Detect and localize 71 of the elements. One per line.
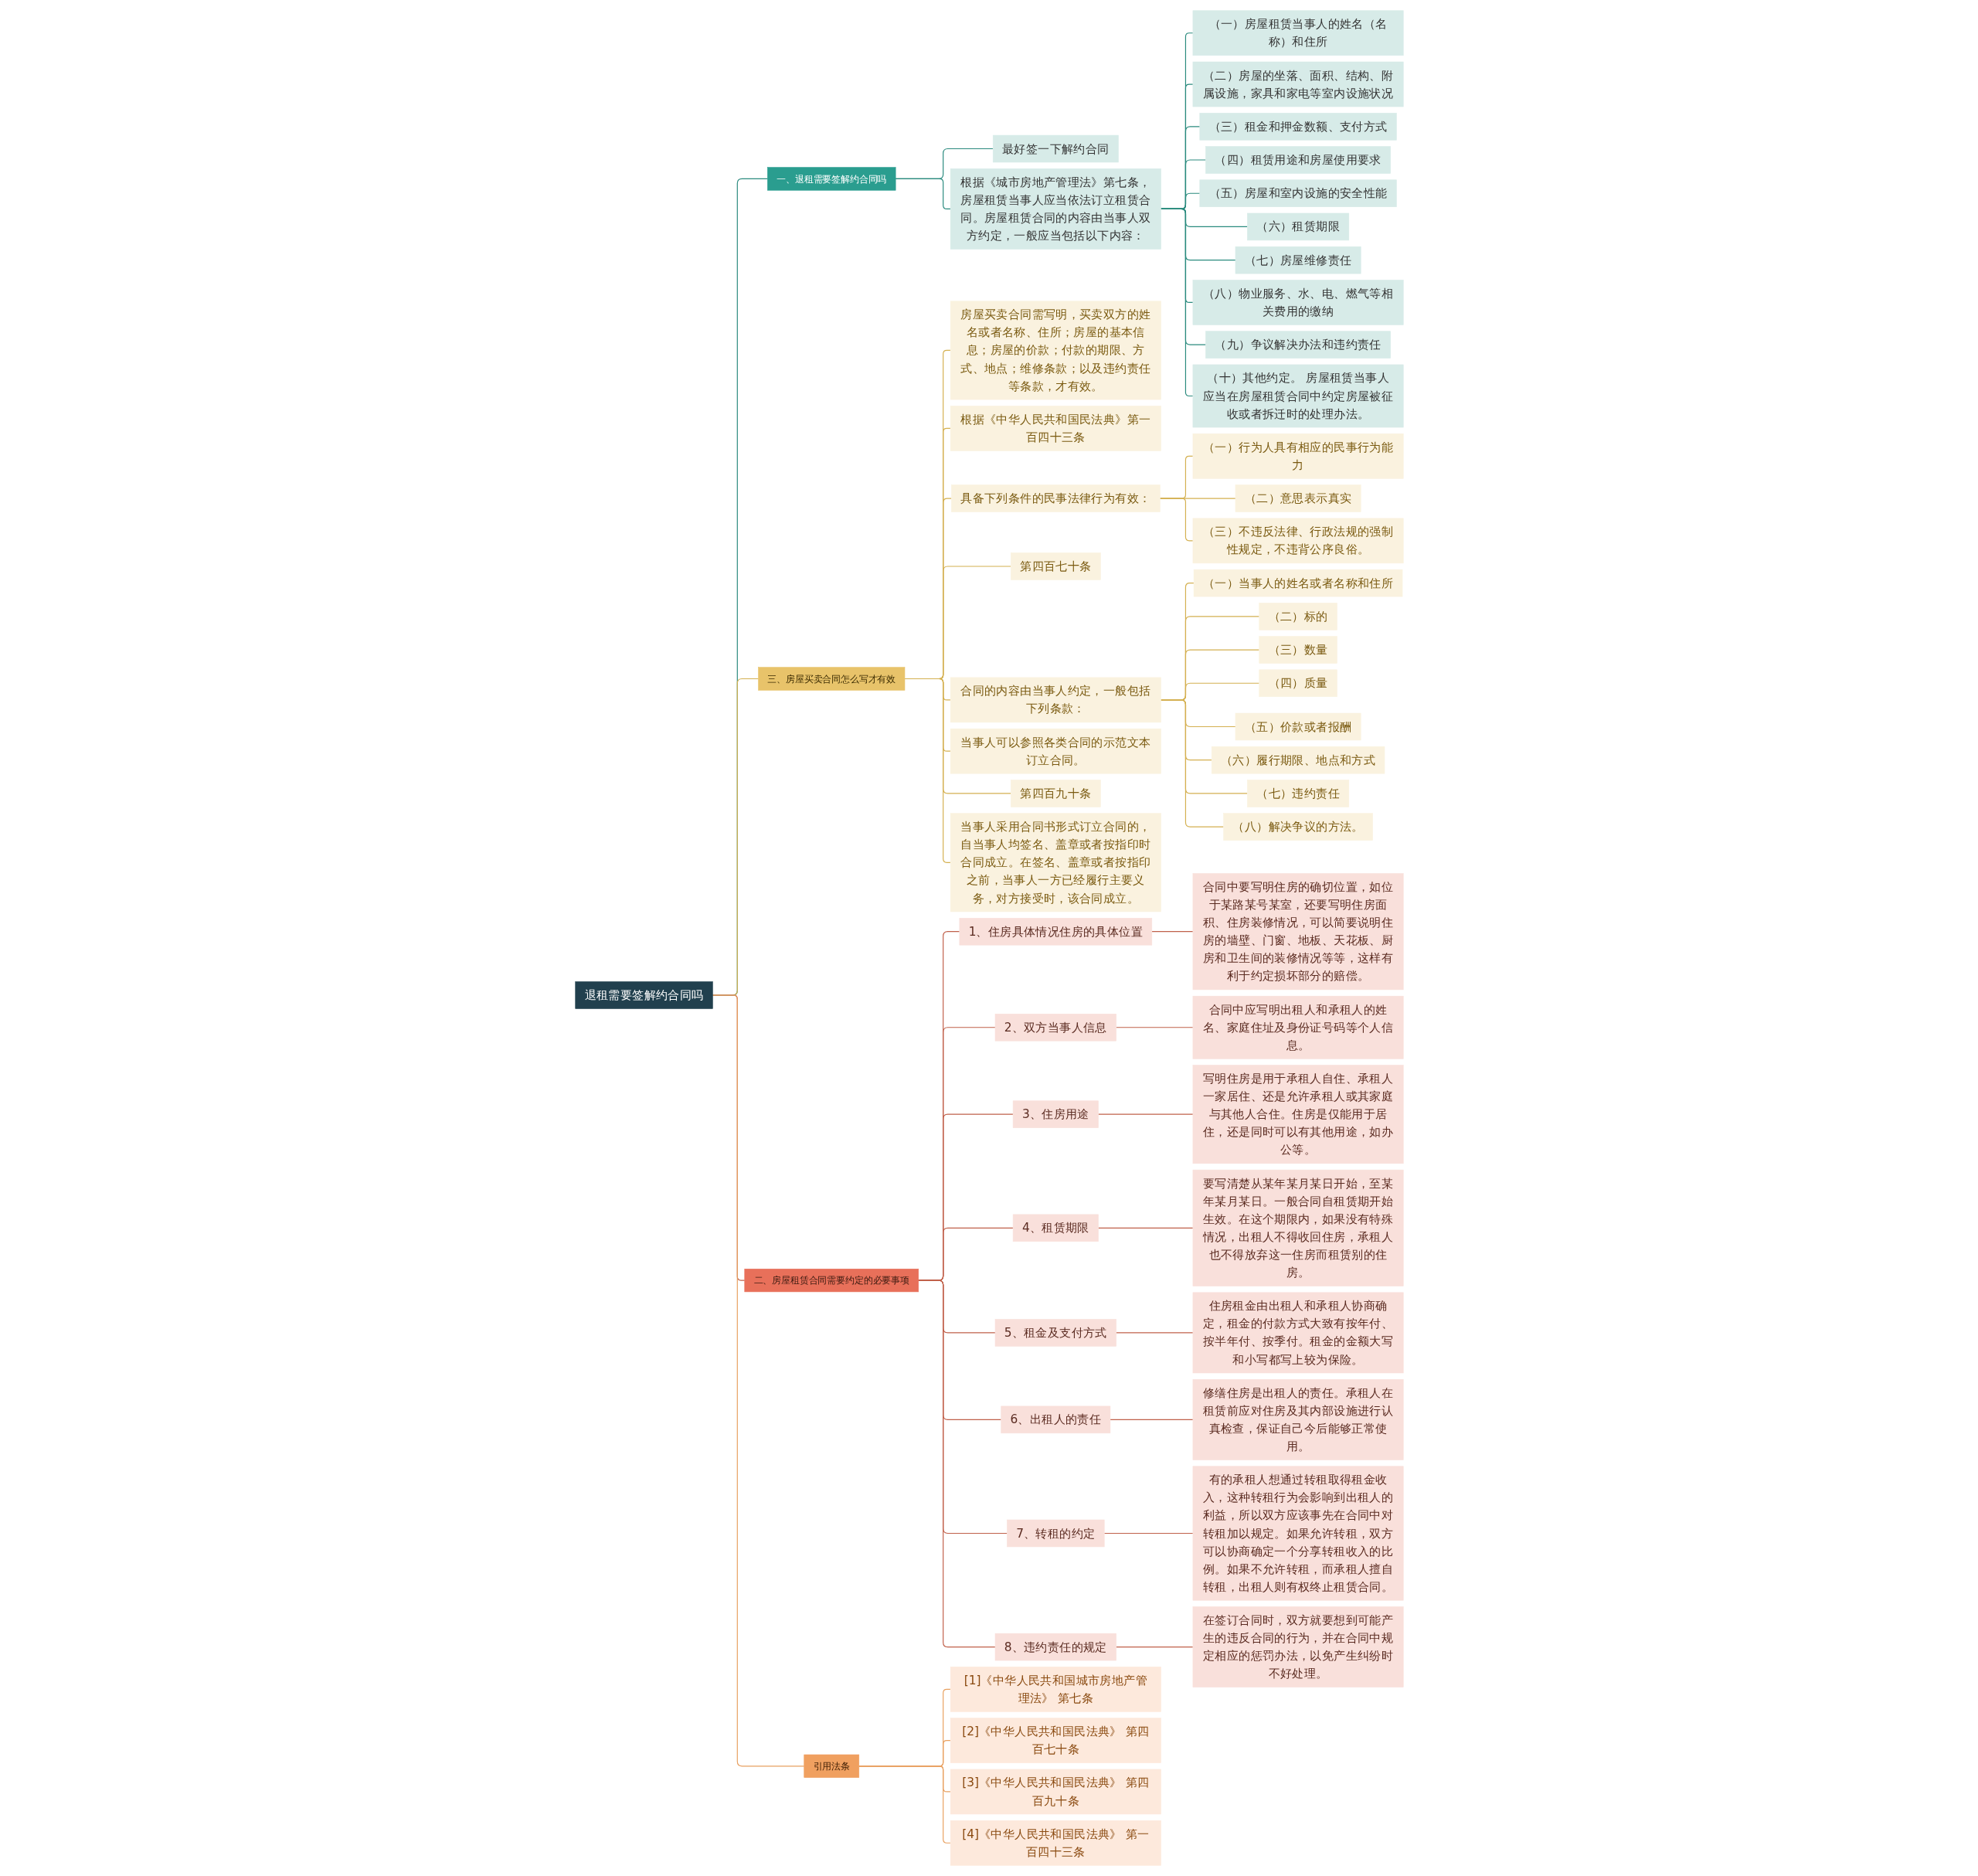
node-box: 房屋买卖合同需写明，买卖双方的姓名或者名称、住所；房屋的基本信息；房屋的价款；付款的期限、方式、地点；维修条款；以及违约责任等条款，才有效。 [950, 301, 1161, 400]
connector [1150, 931, 1193, 933]
node-box: 3、住房用途 [1012, 1100, 1099, 1128]
connector [1115, 1647, 1193, 1648]
node-box: 退租需要签解约合同吗 [574, 981, 713, 1009]
connector [1159, 498, 1193, 542]
node-box: 第四百九十条 [1010, 780, 1101, 807]
node-box: 4、租赁期限 [1012, 1214, 1099, 1242]
node-box: 当事人可以参照各类合同的示范文本订立合同。 [950, 728, 1161, 774]
connector [1160, 699, 1224, 828]
node-box: （八）解决争议的方法。 [1222, 813, 1373, 841]
node-box: 二、房屋租赁合同需要约定的必要事项 [744, 1269, 919, 1293]
connector [1097, 1227, 1193, 1229]
node-box: （六）租赁期限 [1246, 212, 1349, 241]
node-box: [3]《中华人民共和国民法典》 第四百九十条 [950, 1769, 1161, 1815]
node-box: [4]《中华人民共和国民法典》 第一百四十三条 [950, 1820, 1161, 1866]
node-box: 8、违约责任的规定 [994, 1633, 1116, 1661]
node-box: （二）标的 [1258, 603, 1337, 630]
node-box: 具备下列条件的民事法律行为有效： [950, 484, 1161, 512]
node-box: （四）租赁用途和房屋使用要求 [1205, 146, 1391, 174]
node-box: 合同中应写明出租人和承租人的姓名、家庭住址及身份证号码等个人信息。 [1192, 995, 1404, 1059]
connector [1109, 1419, 1193, 1420]
node-box: 有的承租人想通过转租取得租金收入，这种转租行为会影响到出租人的利益，所以双方应该事先在合同中对转租加以规定。如果允许转租，双方可以协商确定一个分享转租收入的比例。如果不允许转租，而承租人擅自转租，出租人则有权终止租赁合同。 [1192, 1466, 1404, 1601]
node-box: 6、出租人的责任 [1000, 1405, 1110, 1434]
node-box: 一、退租需要签解约合同吗 [766, 167, 896, 191]
node-box: 第四百七十条 [1010, 552, 1101, 580]
node-box: （五）价款或者报酬 [1235, 712, 1361, 741]
node-box: （十）其他约定。 房屋租赁当事人应当在房屋租赁合同中约定房屋被征收或者拆迁时的处理办法。 [1192, 364, 1404, 428]
node-box: 引用法条 [803, 1754, 859, 1778]
node-box: [2]《中华人民共和国民法典》 第四百七十条 [950, 1718, 1161, 1763]
node-box: （三）租金和押金数额、支付方式 [1199, 113, 1397, 141]
node-box: 5、租金及支付方式 [994, 1319, 1116, 1347]
node-box: （八）物业服务、水、电、燃气等相关费用的缴纳 [1192, 280, 1404, 325]
node-box: （一）房屋租赁当事人的姓名（名称）和住所 [1192, 10, 1404, 56]
node-box: 修缮住房是出租人的责任。承租人在租赁前应对住房及其内部设施进行认真检查，保证自己今后能够正常使用。 [1192, 1378, 1404, 1460]
node-box: 合同的内容由当事人约定，一般包括下列条款： [950, 677, 1161, 723]
node-box: 根据《中华人民共和国民法典》第一百四十三条 [950, 406, 1161, 451]
connector [1103, 1532, 1193, 1534]
node-box: （七）房屋维修责任 [1235, 246, 1361, 274]
node-box: （一）当事人的姓名或者名称和住所 [1193, 569, 1402, 597]
node-box: 住房租金由出租人和承租人协商确定，租金的付款方式大致有按年付、按半年付、按季付。租金的金额大写和小写都写上较为保险。 [1192, 1292, 1404, 1374]
node-box: （六）履行期限、地点和方式 [1211, 746, 1385, 774]
node-box: （一）行为人具有相应的民事行为能力 [1192, 433, 1404, 479]
node-box: （三）不违反法律、行政法规的强制性规定，不违背公序良俗。 [1192, 518, 1404, 564]
node-box: 2、双方当事人信息 [994, 1013, 1116, 1042]
connector [1160, 208, 1193, 397]
node-box: 三、房屋买卖合同怎么写才有效 [757, 667, 905, 691]
connector [1097, 1113, 1193, 1115]
node-box: （五）房屋和室内设施的安全性能 [1199, 179, 1397, 207]
node-box: 合同中要写明住房的确切位置，如位于某路某号某室，还要写明住房面积、住房装修情况，可以简要说明住房的墙壁、门窗、地板、天花板、厨房和卫生间的装修情况等等，这样有利于约定损坏部分的赔偿。 [1192, 873, 1404, 991]
node-box: （七）违约责任 [1246, 780, 1349, 807]
connector [917, 1280, 996, 1648]
node-box: 7、转租的约定 [1006, 1519, 1105, 1548]
node-box: 要写清楚从某年某月某日开始，至某年某月某日。一般合同自租赁期开始生效。在这个期限内，如果没有特殊情况，出租人不得收回住房，承租人也不得放弃这一住房而租赁别的住房。 [1192, 1169, 1404, 1286]
connector [858, 1766, 951, 1844]
node-box: （三）数量 [1258, 636, 1337, 664]
node-box: （二）房屋的坐落、面积、结构、附属设施，家具和家电等室内设施状况 [1192, 61, 1404, 107]
connector [1115, 1332, 1193, 1334]
node-box: （九）争议解决办法和违约责任 [1205, 331, 1391, 359]
connector [895, 178, 951, 209]
node-box: （四）质量 [1258, 669, 1337, 698]
node-box: 根据《城市房地产管理法》第七条，房屋租赁当事人应当依法订立租赁合同。房屋租赁合同的内容由当事人双方约定，一般应当包括以下内容： [950, 168, 1161, 250]
node-box: （二）意思表示真实 [1235, 484, 1361, 512]
connector [903, 678, 951, 863]
node-box: 最好签一下解约合同 [992, 134, 1119, 163]
connector [1115, 1027, 1193, 1028]
node-box: 当事人采用合同书形式订立合同的，自当事人均签名、盖章或者按指印时合同成立。在签名、盖章或者按指印之前，当事人一方已经履行主要义务，对方接受时，该合同成立。 [950, 813, 1161, 913]
node-box: 1、住房具体情况住房的具体位置 [959, 917, 1152, 946]
node-box: 在签订合同时，双方就要想到可能产生的违反合同的行为，并在合同中规定相应的惩罚办法，以免产生纠纷时不好处理。 [1192, 1606, 1404, 1687]
node-box: [1]《中华人民共和国城市房地产管理法》 第七条 [950, 1667, 1161, 1712]
node-box: 写明住房是用于承租人自住、承租人一家居住、还是允许承租人或其家庭与其他人合住。住房是仅能用于居住，还是同时可以有其他用途，如办公等。 [1192, 1065, 1404, 1164]
